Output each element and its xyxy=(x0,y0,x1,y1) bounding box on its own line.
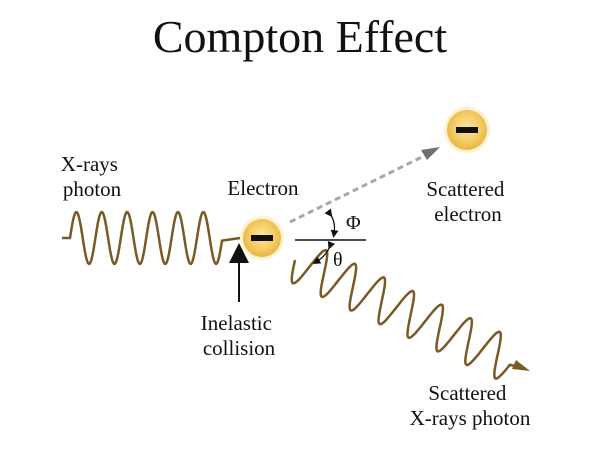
scattered-photon-wave xyxy=(290,248,523,380)
minus-sign-icon xyxy=(456,127,478,133)
page-title: Compton Effect xyxy=(153,11,447,62)
minus-sign-icon xyxy=(251,235,273,241)
scattered-electron-label-line2: electron xyxy=(434,202,502,226)
electron xyxy=(240,216,284,260)
incoming-photon-label: X-rays photon xyxy=(61,152,123,201)
scattered-electron xyxy=(444,107,490,153)
scattered-electron-label-line1: Scattered xyxy=(426,177,505,201)
theta-symbol: θ xyxy=(333,249,343,271)
phi-angle-arc xyxy=(324,208,339,238)
electron-label: Electron xyxy=(227,176,299,200)
scattered-photon-label-line1: Scattered xyxy=(428,381,507,405)
scattered-electron-arrowhead xyxy=(421,147,440,160)
scattered-photon-label-line2: X-rays photon xyxy=(410,406,531,430)
incoming-photon-wave xyxy=(62,210,241,266)
incoming-photon-label-line2: photon xyxy=(63,177,122,201)
scattered-photon-label: Scattered X-rays photon xyxy=(410,381,531,430)
collision-label-line2: collision xyxy=(203,336,276,360)
collision-label: Inelastic collision xyxy=(201,311,277,360)
collision-label-line1: Inelastic xyxy=(201,311,272,335)
incoming-photon-label-line1: X-rays xyxy=(61,152,118,176)
theta-angle-arc xyxy=(312,240,336,265)
phi-symbol: Φ xyxy=(346,212,361,234)
scattered-electron-label: Scattered electron xyxy=(426,177,509,226)
scattered-photon-arrowhead xyxy=(512,360,530,371)
scattered-electron-path xyxy=(289,152,429,224)
